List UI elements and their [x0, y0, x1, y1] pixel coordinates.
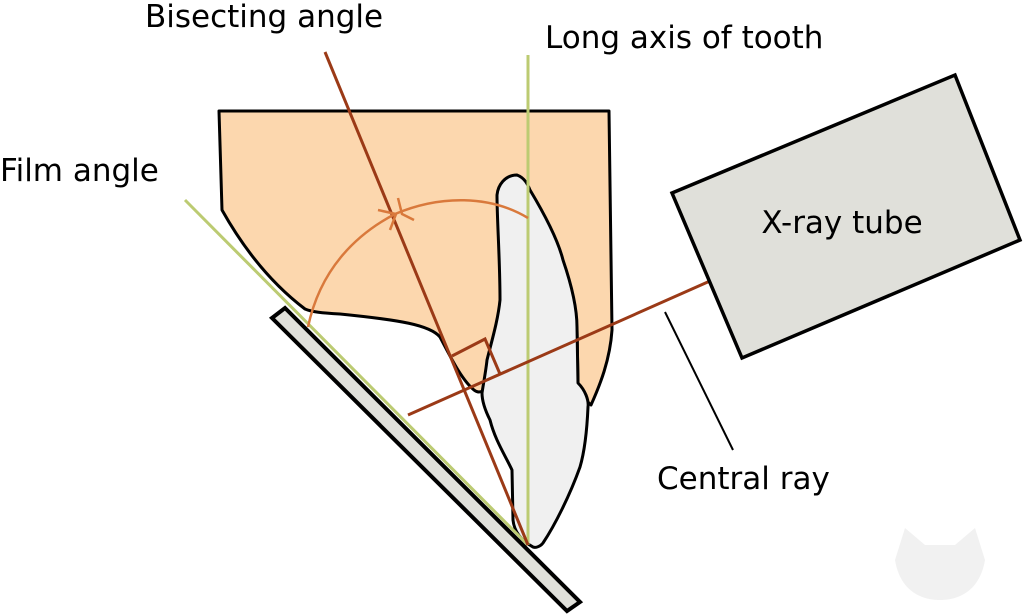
film-angle-line	[183, 198, 530, 547]
xray-tube	[669, 72, 1023, 361]
arc-arrow-left-icon	[377, 208, 398, 231]
xray-tube-label: X-ray tube	[761, 205, 922, 241]
bisecting-angle-label: Bisecting angle	[145, 0, 383, 35]
long-axis-label: Long axis of tooth	[545, 20, 823, 56]
central-ray-label: Central ray	[657, 461, 830, 497]
bisecting-line	[323, 51, 530, 546]
film-angle-label: Film angle	[0, 153, 159, 189]
raccoon-watermark-icon	[895, 528, 985, 600]
central-ray-pointer	[664, 311, 734, 451]
tooth	[480, 173, 590, 549]
arc-arrow-right-icon	[396, 197, 415, 222]
film-plate	[268, 305, 584, 614]
right-angle-marker	[451, 336, 502, 375]
central-ray-line	[407, 279, 711, 417]
